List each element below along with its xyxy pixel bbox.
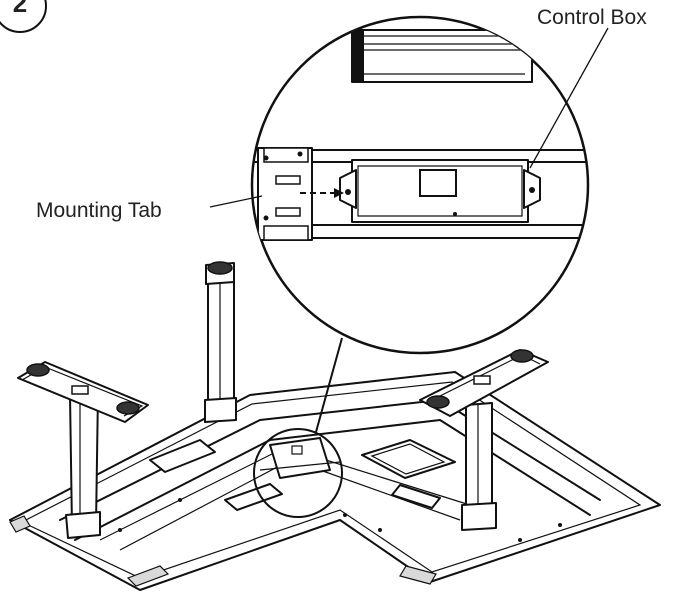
zoom-connector: [315, 337, 343, 433]
center-leg: [204, 261, 237, 423]
zoom-detail: [250, 15, 590, 355]
control-box-label: Control Box: [537, 6, 647, 29]
detail-marker: [253, 428, 343, 518]
left-leg: [17, 361, 149, 539]
desk-frame: [9, 371, 661, 591]
mounting-tab-callout: Mounting Tab: [36, 195, 263, 222]
right-leg: [419, 349, 549, 531]
step-number: 2: [13, 0, 27, 18]
step-badge: 2: [0, 0, 47, 33]
control-box-callout: Control Box: [529, 6, 647, 169]
mounting-tab-label: Mounting Tab: [36, 199, 162, 222]
